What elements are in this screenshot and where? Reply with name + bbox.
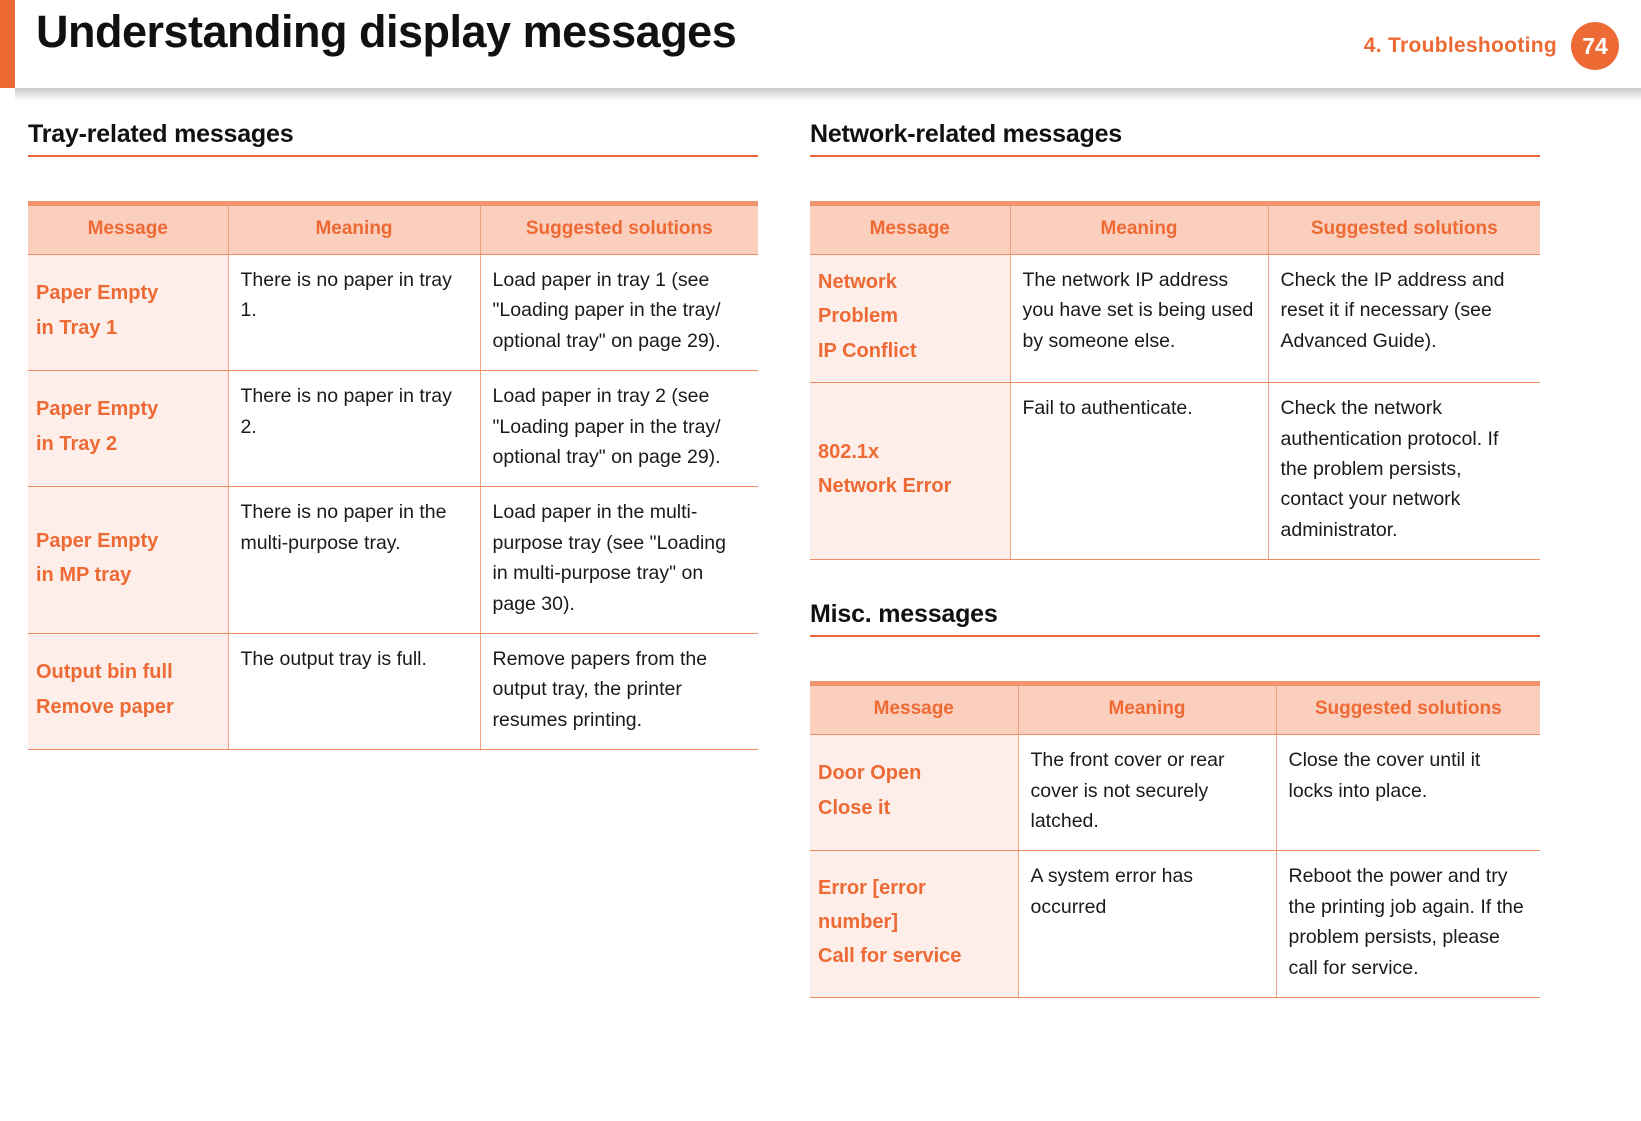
table-row: Error [error number] Call for service A …: [810, 850, 1540, 999]
solution-cell: Close the cover until it locks into plac…: [1276, 734, 1540, 852]
message-line: Network Error: [818, 475, 952, 498]
message-line: Paper Empty: [36, 398, 159, 421]
message-line: Close it: [818, 796, 891, 819]
chapter-label: 4. Troubleshooting: [1363, 34, 1557, 57]
left-column: Tray-related messages Message Meaning Su…: [28, 120, 758, 751]
message-cell: 802.1x Network Error: [810, 382, 1011, 561]
section-rule-network: [810, 155, 1540, 157]
message-line: Error [error: [818, 876, 926, 899]
message-line: in Tray 2: [36, 432, 118, 455]
right-column: Network-related messages Message Meaning…: [810, 120, 1540, 999]
message-line: Remove paper: [36, 695, 174, 718]
message-line: Call for service: [818, 945, 962, 968]
left-accent-bar: [0, 0, 15, 88]
solution-cell: Load paper in tray 1 (see "Loading paper…: [480, 254, 758, 372]
message-line: number]: [818, 911, 898, 934]
meaning-cell: There is no paper in tray 1.: [228, 254, 481, 372]
meaning-cell: The front cover or rear cover is not sec…: [1018, 734, 1277, 852]
message-cell: Output bin full Remove paper: [28, 633, 229, 751]
message-cell: Paper Empty in MP tray: [28, 486, 229, 635]
section-network-related: Network-related messages Message Meaning…: [810, 120, 1540, 561]
message-line: Output bin full: [36, 661, 173, 684]
table-row: Output bin full Remove paper The output …: [28, 633, 758, 751]
section-tray-related: Tray-related messages Message Meaning Su…: [28, 120, 758, 751]
message-line: in Tray 1: [36, 316, 118, 339]
section-misc: Misc. messages Message Meaning Suggested…: [810, 600, 1540, 999]
section-heading-misc: Misc. messages: [810, 600, 998, 629]
message-cell: Error [error number] Call for service: [810, 850, 1019, 999]
column-header-message: Message: [810, 203, 1011, 255]
table-row: Paper Empty in Tray 2 There is no paper …: [28, 370, 758, 488]
message-cell: Network Problem IP Conflict: [810, 254, 1011, 384]
table-row: Paper Empty in MP tray There is no paper…: [28, 486, 758, 635]
page-title: Understanding display messages: [36, 6, 737, 57]
message-line: Door Open: [818, 762, 922, 785]
solution-cell: Remove papers from the output tray, the …: [480, 633, 758, 751]
section-rule-misc: [810, 635, 1540, 638]
table-header-row: Message Meaning Suggested solutions: [810, 683, 1540, 736]
column-header-message: Message: [810, 683, 1019, 736]
header-shadow-divider: [15, 88, 1641, 101]
table-header-row: Message Meaning Suggested solutions: [28, 203, 758, 255]
column-header-meaning: Meaning: [1018, 683, 1277, 736]
solution-cell: Load paper in tray 2 (see "Loading paper…: [480, 370, 758, 488]
message-line: Problem: [818, 305, 899, 328]
column-header-message: Message: [28, 203, 229, 255]
header-right-group: 4. Troubleshooting 74: [1364, 22, 1619, 70]
message-cell: Paper Empty in Tray 1: [28, 254, 229, 372]
message-line: in MP tray: [36, 564, 132, 587]
section-heading-tray: Tray-related messages: [28, 120, 294, 148]
column-header-meaning: Meaning: [1010, 203, 1269, 255]
column-header-solutions: Suggested solutions: [1268, 203, 1540, 255]
table-header-row: Message Meaning Suggested solutions: [810, 203, 1540, 255]
message-cell: Paper Empty in Tray 2: [28, 370, 229, 488]
table-row: Paper Empty in Tray 1 There is no paper …: [28, 254, 758, 372]
column-header-solutions: Suggested solutions: [1276, 683, 1540, 736]
meaning-cell: There is no paper in tray 2.: [228, 370, 481, 488]
page-number-badge: 74: [1571, 22, 1619, 70]
message-line: 802.1x: [818, 440, 880, 463]
solution-cell: Check the network authentication protoco…: [1268, 382, 1540, 561]
misc-messages-table: Message Meaning Suggested solutions Door…: [810, 681, 1540, 999]
meaning-cell: The output tray is full.: [228, 633, 481, 751]
section-rule-tray: [28, 155, 758, 157]
meaning-cell: A system error has occurred: [1018, 850, 1277, 999]
meaning-cell: Fail to authenticate.: [1010, 382, 1269, 561]
message-line: Network: [818, 271, 897, 293]
meaning-cell: There is no paper in the multi-purpose t…: [228, 486, 481, 635]
table-row: Network Problem IP Conflict The network …: [810, 254, 1540, 384]
section-heading-network: Network-related messages: [810, 120, 1123, 148]
section-spacer: [810, 560, 1540, 600]
solution-cell: Reboot the power and try the printing jo…: [1276, 850, 1540, 999]
column-header-solutions: Suggested solutions: [480, 203, 758, 255]
message-line: IP Conflict: [818, 339, 917, 362]
message-cell: Door Open Close it: [810, 734, 1019, 852]
solution-cell: Check the IP address and reset it if nec…: [1268, 254, 1540, 384]
message-line: Paper Empty: [36, 529, 159, 552]
column-header-meaning: Meaning: [228, 203, 481, 255]
tray-messages-table: Message Meaning Suggested solutions Pape…: [28, 201, 758, 751]
solution-cell: Load paper in the multi-purpose tray (se…: [480, 486, 758, 635]
meaning-cell: The network IP address you have set is b…: [1010, 254, 1269, 384]
message-line: Paper Empty: [36, 282, 159, 305]
table-row: Door Open Close it The front cover or re…: [810, 734, 1540, 852]
table-row: 802.1x Network Error Fail to authenticat…: [810, 382, 1540, 561]
network-messages-table: Message Meaning Suggested solutions Netw…: [810, 201, 1540, 561]
